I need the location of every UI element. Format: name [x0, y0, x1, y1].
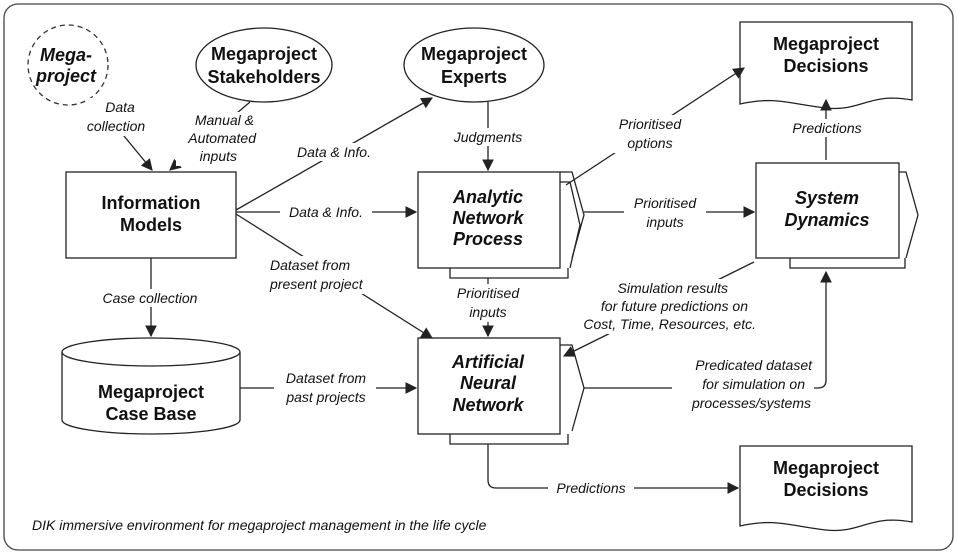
- anp-label-2: Network: [452, 208, 524, 228]
- lbl-data-info-up: Data & Info.: [297, 144, 371, 160]
- anp-label-1: Analytic: [452, 187, 523, 207]
- lbl-prioritised-inputs-right-2: inputs: [646, 214, 683, 230]
- lbl-data-info-mid: Data & Info.: [289, 204, 363, 220]
- decisions-top-label-1: Megaproject: [773, 34, 879, 54]
- experts-label-2: Experts: [441, 67, 507, 87]
- sd-label-1: System: [795, 188, 859, 208]
- lbl-manual-3: inputs: [200, 148, 237, 164]
- lbl-prioritised-inputs-down-2: inputs: [469, 304, 506, 320]
- lbl-prioritised-inputs-right-1: Prioritised: [634, 195, 697, 211]
- decisions-bottom-label-1: Megaproject: [773, 458, 879, 478]
- lbl-predicated-2: for simulation on: [702, 376, 805, 392]
- lbl-dataset-present-1: Dataset from: [270, 257, 350, 273]
- lbl-prioritised-inputs-down-1: Prioritised: [457, 285, 520, 301]
- decisions-top-label-2: Decisions: [783, 56, 868, 76]
- anp-label-3: Process: [453, 229, 523, 249]
- svg-text:Mega-project: Mega-project: [35, 45, 97, 86]
- lbl-simulation-3: Cost, Time, Resources, etc.: [583, 316, 756, 332]
- lbl-predicated-1: Predicated dataset: [695, 357, 813, 373]
- lbl-manual-2: Automated: [187, 130, 257, 146]
- megaproject-node: Mega-project: [27, 24, 109, 106]
- sd-label-2: Dynamics: [784, 210, 869, 230]
- lbl-simulation-1: Simulation results: [618, 280, 729, 296]
- lbl-data-collection-2: collection: [87, 118, 146, 134]
- outer-frame: [3, 3, 954, 551]
- lbl-dataset-past-2: past projects: [285, 389, 365, 405]
- case-base-label-1: Megaproject: [98, 382, 204, 402]
- lbl-prioritised-options-2: options: [627, 135, 672, 151]
- info-models-label-1: Information: [102, 193, 201, 213]
- ann-label-1: Artificial: [451, 352, 525, 372]
- figure-caption: DIK immersive environment for megaprojec…: [32, 517, 487, 533]
- lbl-predictions-bottom: Predictions: [556, 480, 625, 496]
- edge-predicated-dataset: [584, 270, 832, 389]
- lbl-predicated-3: processes/systems: [691, 395, 811, 411]
- stakeholders-label-1: Megaproject: [211, 44, 317, 64]
- lbl-judgments: Judgments: [453, 129, 522, 145]
- ann-label-3: Network: [452, 395, 524, 415]
- lbl-dataset-present-2: present project: [269, 276, 364, 292]
- experts-label-1: Megaproject: [421, 44, 527, 64]
- lbl-manual-1: Manual &: [195, 112, 254, 128]
- stakeholders-label-2: Stakeholders: [207, 67, 320, 87]
- lbl-data-collection-1: Data: [105, 99, 135, 115]
- megaproject-label-2: project: [35, 66, 97, 86]
- lbl-dataset-past-1: Dataset from: [286, 370, 366, 386]
- case-base-label-2: Case Base: [105, 404, 196, 424]
- lbl-case-collection: Case collection: [103, 290, 198, 306]
- info-models-label-2: Models: [120, 215, 182, 235]
- megaproject-label-1: Mega-: [40, 45, 92, 65]
- lbl-prioritised-options-1: Prioritised: [619, 116, 682, 132]
- decisions-bottom-label-2: Decisions: [783, 480, 868, 500]
- ann-label-2: Neural: [460, 373, 517, 393]
- edge-predictions-bottom: [487, 444, 740, 494]
- lbl-simulation-2: for future predictions on: [601, 298, 748, 314]
- lbl-predictions-top: Predictions: [792, 120, 861, 136]
